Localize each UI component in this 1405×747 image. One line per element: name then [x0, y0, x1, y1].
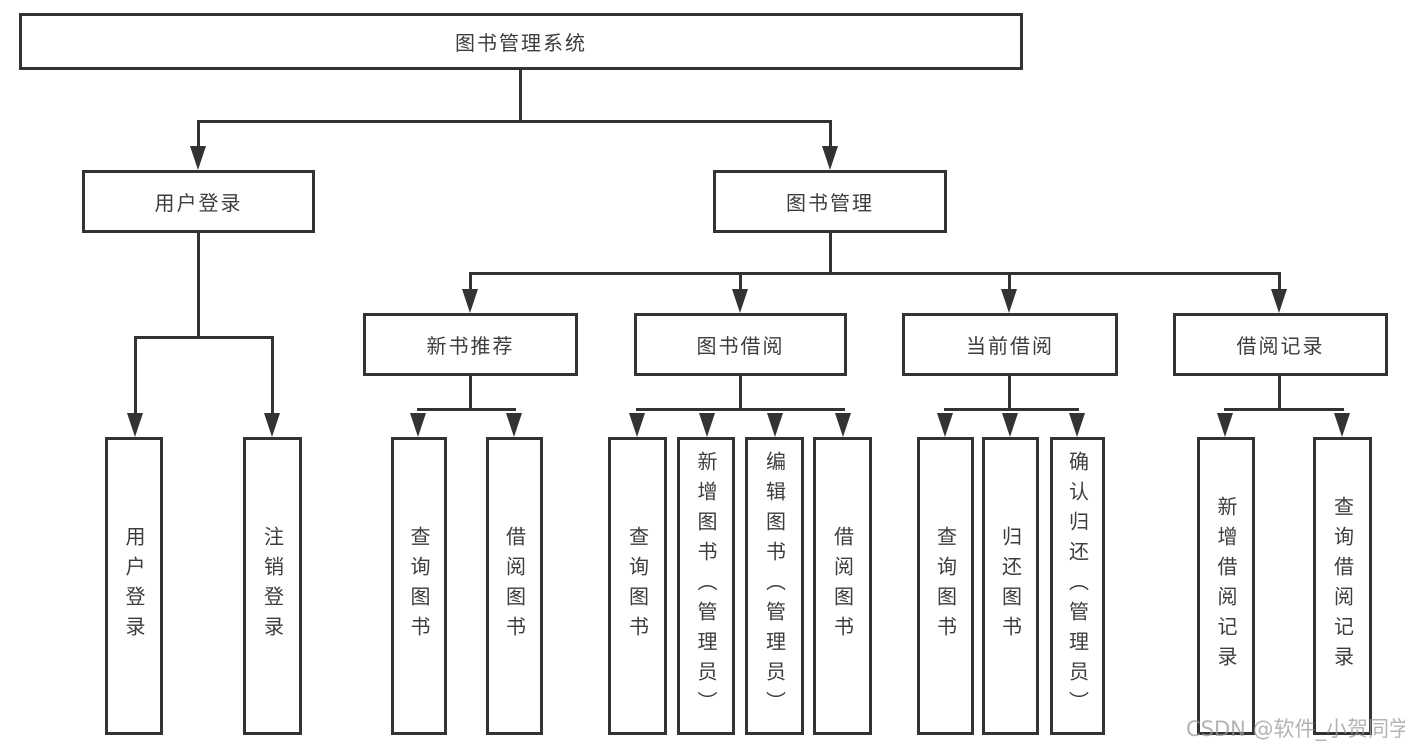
- node-current-borrowing: 当前借阅: [902, 313, 1118, 376]
- connector-stem: [739, 376, 742, 411]
- leaf-add-borrow-record: 新增借阅记录: [1197, 437, 1255, 735]
- connector-rail: [469, 272, 1281, 275]
- arrowhead-down: [767, 413, 783, 437]
- connector-rail: [636, 408, 845, 411]
- leaf-search-books-borrowing: 查询图书: [608, 437, 667, 735]
- node-borrowing-records: 借阅记录: [1173, 313, 1388, 376]
- arrowhead-down: [127, 413, 143, 437]
- leaf-borrow-books-borrowing: 借阅图书: [813, 437, 872, 735]
- leaf-label: 注销登录: [260, 526, 285, 646]
- connector-stem: [469, 376, 472, 411]
- connector-stem: [1008, 275, 1011, 291]
- node-label: 借阅记录: [1236, 334, 1325, 358]
- connector-rail: [417, 408, 516, 411]
- leaf-logout-login: 注销登录: [243, 437, 302, 735]
- connector-root-stem: [519, 70, 522, 123]
- node-label: 图书管理: [786, 191, 874, 215]
- node-user-login: 用户登录: [82, 170, 315, 233]
- leaf-label: 新增图书（管理员）: [694, 451, 718, 721]
- leaf-label: 查询图书: [933, 526, 958, 646]
- leaf-edit-books-admin: 编辑图书（管理员）: [745, 437, 804, 735]
- arrowhead-down: [699, 413, 715, 437]
- leaf-search-borrow-record: 查询借阅记录: [1313, 437, 1372, 735]
- leaf-search-books-current: 查询图书: [917, 437, 974, 735]
- connector-stem: [271, 339, 274, 415]
- connector-stem: [739, 275, 742, 291]
- leaf-return-books: 归还图书: [982, 437, 1039, 735]
- connector-rail: [197, 120, 832, 123]
- leaf-user-login: 用户登录: [105, 437, 163, 735]
- leaf-label: 查询图书: [625, 526, 650, 646]
- leaf-label: 借阅图书: [830, 526, 855, 646]
- node-library-management-system: 图书管理系统: [19, 13, 1023, 70]
- connector-rail: [1224, 408, 1344, 411]
- connector-stem: [1008, 376, 1011, 411]
- leaf-label: 查询借阅记录: [1330, 496, 1355, 676]
- leaf-label: 编辑图书（管理员）: [762, 451, 787, 721]
- connector-rail: [134, 336, 274, 339]
- node-label: 图书借阅: [696, 334, 785, 358]
- arrowhead-down: [264, 413, 280, 437]
- arrowhead-down: [629, 413, 645, 437]
- arrowhead-down: [410, 413, 426, 437]
- node-label: 当前借阅: [966, 334, 1054, 358]
- leaf-search-books-recommend: 查询图书: [391, 437, 447, 735]
- connector-stem: [134, 339, 137, 415]
- leaf-add-books-admin: 新增图书（管理员）: [677, 437, 735, 735]
- connector-stem: [469, 275, 472, 291]
- leaf-label: 借阅图书: [502, 526, 527, 646]
- arrowhead-down: [1002, 413, 1018, 437]
- arrowhead-down: [190, 146, 206, 170]
- connector-stem: [829, 123, 832, 148]
- node-label: 新书推荐: [426, 334, 515, 358]
- arrowhead-down: [1334, 413, 1350, 437]
- connector-stem: [197, 233, 200, 339]
- node-book-borrowing: 图书借阅: [634, 313, 847, 376]
- leaf-borrow-books-recommend: 借阅图书: [486, 437, 543, 735]
- arrowhead-down: [1069, 413, 1085, 437]
- connector-stem: [1278, 376, 1281, 411]
- connector-stem: [197, 123, 200, 148]
- leaf-label: 查询图书: [407, 526, 431, 646]
- node-label: 图书管理系统: [455, 31, 587, 55]
- csdn-watermark: CSDN @软件_小贺同学: [1186, 717, 1405, 741]
- connector-stem: [1278, 275, 1281, 291]
- arrowhead-down: [462, 289, 478, 313]
- node-new-book-recommendation: 新书推荐: [363, 313, 578, 376]
- leaf-confirm-return-admin: 确认归还（管理员）: [1050, 437, 1105, 735]
- node-label: 用户登录: [154, 191, 243, 215]
- connector-stem: [829, 233, 832, 275]
- leaf-label: 确认归还（管理员）: [1065, 451, 1090, 721]
- arrowhead-down: [835, 413, 851, 437]
- arrowhead-down: [937, 413, 953, 437]
- arrowhead-down: [506, 413, 522, 437]
- arrowhead-down: [1271, 289, 1287, 313]
- arrowhead-down: [822, 146, 838, 170]
- leaf-label: 用户登录: [122, 526, 146, 646]
- node-book-management: 图书管理: [713, 170, 947, 233]
- arrowhead-down: [732, 289, 748, 313]
- leaf-label: 新增借阅记录: [1214, 496, 1238, 676]
- arrowhead-down: [1217, 413, 1233, 437]
- leaf-label: 归还图书: [998, 526, 1023, 646]
- arrowhead-down: [1001, 289, 1017, 313]
- connector-rail: [944, 408, 1079, 411]
